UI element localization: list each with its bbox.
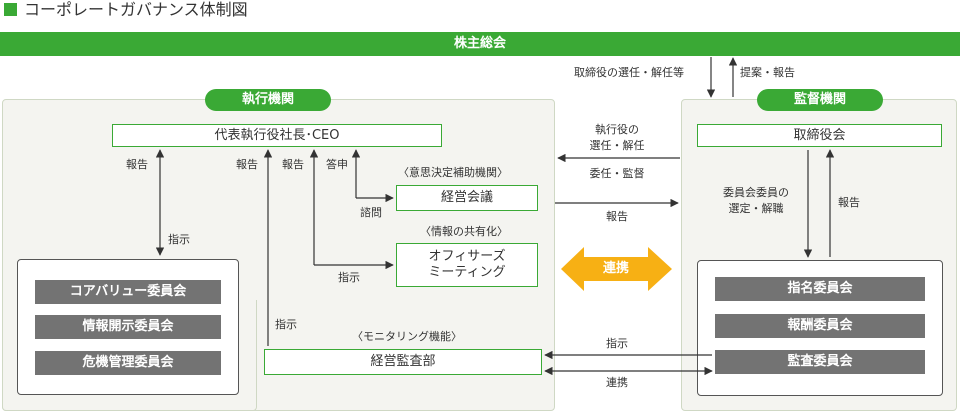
management-report-label: 報告: [606, 210, 628, 223]
consult-label: 諮問: [360, 206, 382, 219]
officers-instruct-label: 指示: [338, 271, 360, 284]
info-sharing-caption: 〈情報の共有化〉: [420, 225, 508, 238]
decision-support-caption: 〈意思決定補助機関〉: [398, 166, 508, 179]
title-square-icon: [4, 3, 17, 16]
executive-header: 執行機関: [205, 89, 331, 111]
cooperation-arrow-shape: [561, 247, 672, 291]
audit-coordinate-label: 連携: [606, 376, 628, 389]
supervisory-report-label: 報告: [838, 196, 860, 209]
audit-instruct-label: 指示: [606, 337, 628, 350]
elect-directors-label: 取締役の選任・解任等: [574, 66, 684, 79]
disclosure-committee: 情報開示委員会: [35, 315, 221, 339]
left-report-label: 報告: [126, 158, 148, 171]
crisis-management-committee: 危機管理委員会: [35, 351, 221, 375]
officers-meeting-line1: オフィサーズ: [428, 249, 506, 264]
monitoring-caption: 〈モニタリング機能〉: [352, 330, 462, 343]
elect-officers-label-2: 選任・解任: [589, 139, 645, 152]
nomination-committee: 指名委員会: [715, 277, 925, 301]
committee-members-label-1: 委員会委員の: [723, 186, 789, 199]
management-meeting-box: 経営会議: [396, 185, 538, 211]
delegate-supervise-label: 委任・監督: [589, 167, 645, 180]
left-instruct-label: 指示: [168, 233, 190, 246]
audit-committee: 監査委員会: [715, 350, 925, 374]
mid-report-label-1: 報告: [236, 158, 258, 171]
elect-officers-label-1: 執行役の: [595, 123, 639, 136]
audit-dept-instruct-label: 指示: [275, 318, 297, 331]
audit-department-box: 経営監査部: [264, 349, 542, 375]
page-title: コーポレートガバナンス体制図: [24, 0, 248, 19]
compensation-committee: 報酬委員会: [715, 314, 925, 338]
shareholders-meeting-bar: 株主総会: [0, 32, 960, 56]
officers-meeting-line2: ミーティング: [428, 265, 506, 280]
supervisory-header: 監督機関: [757, 89, 883, 111]
committee-members-label-2: 選定・解職: [728, 202, 784, 215]
ceo-box: 代表執行役社長･CEO: [112, 124, 442, 147]
proposal-report-label: 提案・報告: [740, 66, 795, 79]
cooperation-label: 連携: [602, 261, 629, 276]
officers-meeting-box: オフィサーズ ミーティング: [396, 243, 538, 287]
mid-report-label-2: 報告: [282, 158, 304, 171]
board-of-directors-box: 取締役会: [697, 124, 942, 147]
answer-label: 答申: [326, 158, 348, 171]
core-value-committee: コアバリュー委員会: [35, 280, 221, 304]
